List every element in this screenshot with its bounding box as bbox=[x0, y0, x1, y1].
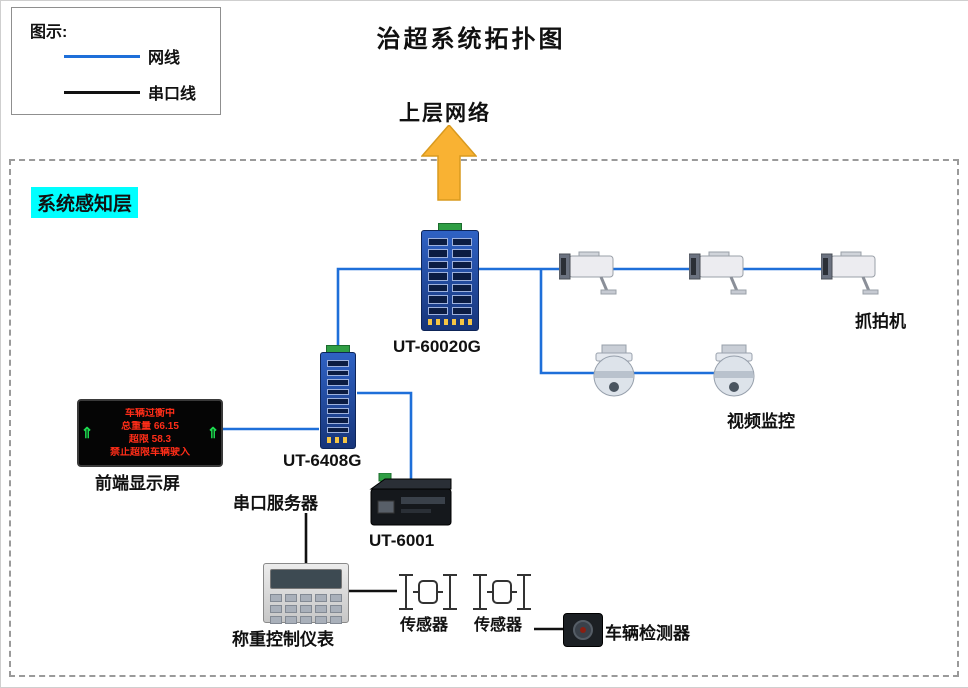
weighing-controller-label: 称重控制仪表 bbox=[232, 630, 334, 649]
serial-cable-line-sample bbox=[64, 90, 140, 94]
legend-item-serial-cable: 串口线 bbox=[64, 82, 197, 103]
display-label: 前端显示屏 bbox=[95, 474, 180, 493]
serial-server-label: 串口服务器 bbox=[233, 494, 318, 513]
capture-camera-label: 抓拍机 bbox=[855, 312, 906, 331]
legend-serial-cable-label: 串口线 bbox=[148, 86, 197, 103]
led-line: 总重量 66.15 bbox=[121, 420, 179, 432]
diagram-title: 治超系统拓扑图 bbox=[376, 26, 566, 53]
led-text-lines: 车辆过衡中 总重量 66.15 超限 58.3 禁止超限车辆驶入 bbox=[95, 408, 205, 459]
weigher-screen bbox=[270, 569, 342, 589]
uplink-arrow-icon bbox=[420, 123, 478, 206]
upper-network-label: 上层网络 bbox=[399, 102, 491, 125]
serial-server-ut6001 bbox=[369, 472, 453, 534]
switch-ut60020g bbox=[421, 223, 479, 331]
dome-camera-icon bbox=[585, 343, 643, 406]
led-arrow-right-icon: ⇑ bbox=[206, 425, 220, 442]
weigher-keypad bbox=[270, 594, 342, 624]
sub-switch-label: UT-6408G bbox=[283, 451, 362, 470]
switch-ports bbox=[327, 360, 349, 433]
sensor-icon bbox=[467, 571, 537, 618]
sensor-icon bbox=[393, 571, 463, 618]
serial-server-model-label: UT-6001 bbox=[369, 531, 435, 550]
video-surveillance-label: 视频监控 bbox=[727, 412, 795, 431]
led-line: 超限 58.3 bbox=[128, 433, 172, 445]
weighing-controller bbox=[263, 563, 349, 624]
switch-ut6408g bbox=[320, 345, 356, 449]
led-line: 禁止超限车辆驶入 bbox=[110, 446, 190, 458]
perception-layer-box bbox=[9, 159, 959, 677]
bullet-camera-icon bbox=[558, 245, 625, 302]
switch-body bbox=[320, 352, 356, 449]
vehicle-detector-label: 车辆检测器 bbox=[605, 624, 690, 643]
legend-title: 图示: bbox=[30, 24, 68, 41]
detector-led bbox=[580, 627, 586, 633]
legend-box: 图示: 网线 串口线 bbox=[11, 7, 221, 115]
dome-camera-icon bbox=[705, 343, 763, 406]
bullet-camera-icon bbox=[688, 245, 755, 302]
legend-net-cable-label: 网线 bbox=[148, 50, 181, 67]
sensor2-label: 传感器 bbox=[474, 617, 523, 634]
led-line: 车辆过衡中 bbox=[125, 407, 175, 419]
legend-item-net-cable: 网线 bbox=[64, 46, 181, 67]
main-switch-label: UT-60020G bbox=[393, 337, 481, 356]
net-cable-line-sample bbox=[64, 54, 140, 58]
switch-ports bbox=[428, 238, 472, 315]
led-display-panel: ⇑ 车辆过衡中 总重量 66.15 超限 58.3 禁止超限车辆驶入 ⇑ bbox=[77, 399, 223, 467]
sensor1-label: 传感器 bbox=[400, 617, 449, 634]
switch-led-strip bbox=[327, 437, 349, 443]
switch-body bbox=[421, 230, 479, 331]
perception-layer-label: 系统感知层 bbox=[31, 187, 139, 218]
led-arrow-left-icon: ⇑ bbox=[80, 425, 94, 442]
switch-led-strip bbox=[428, 319, 472, 325]
detector-lens bbox=[573, 620, 593, 640]
vehicle-detector bbox=[563, 613, 603, 647]
bullet-camera-icon bbox=[820, 245, 887, 302]
